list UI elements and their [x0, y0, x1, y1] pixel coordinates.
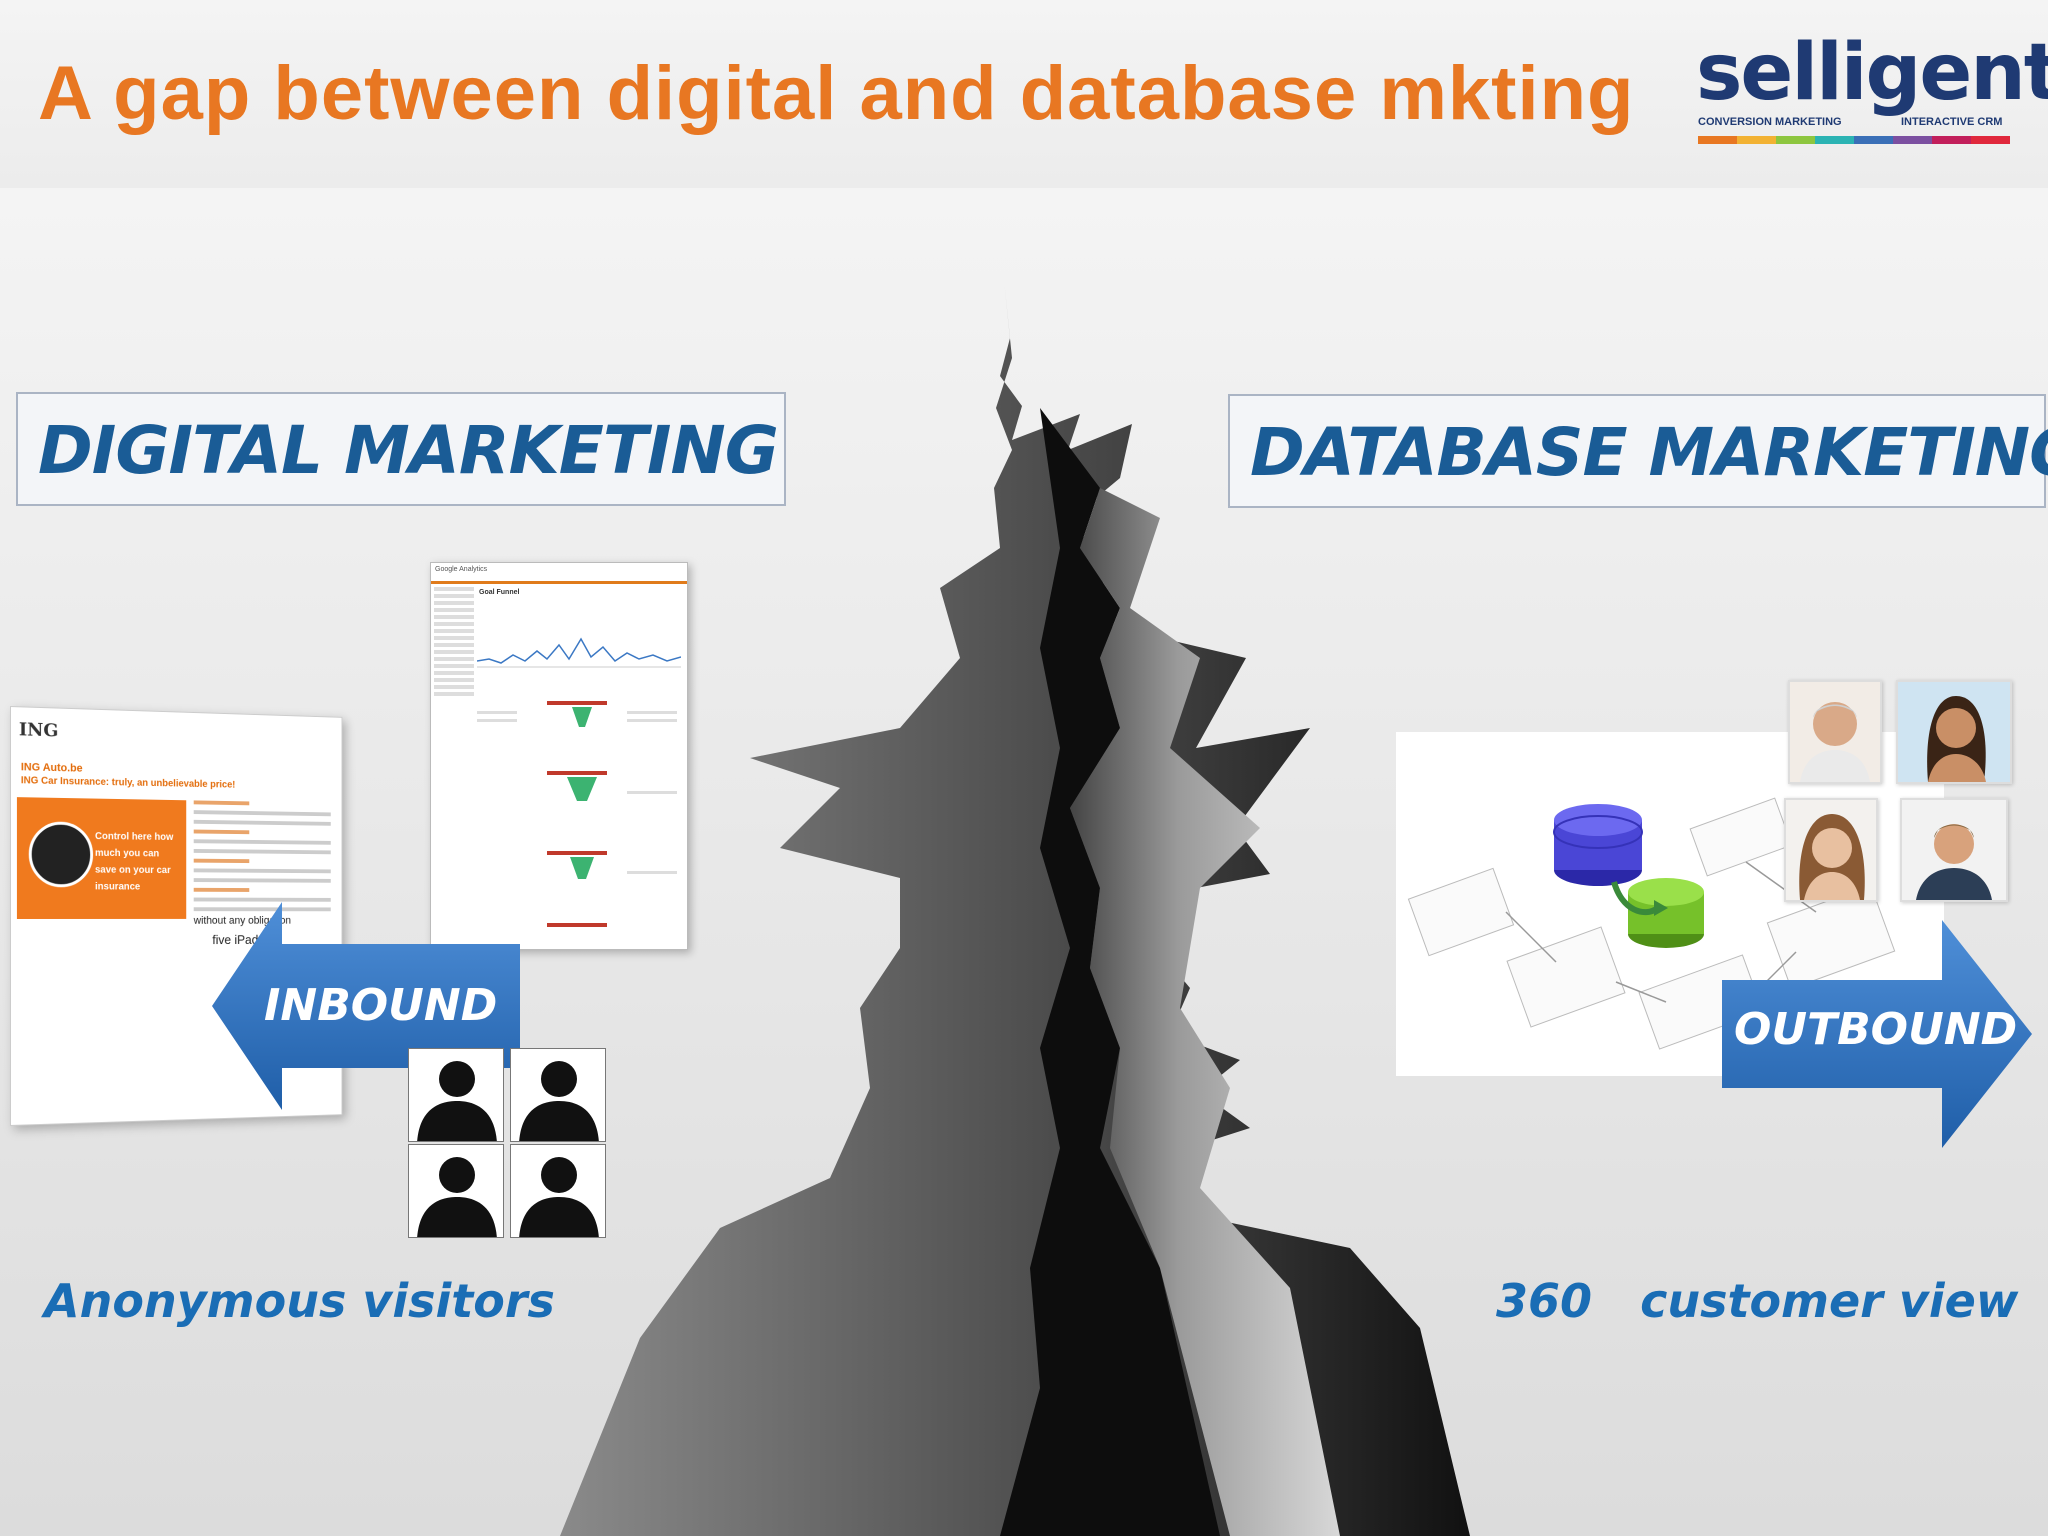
digital-marketing-heading: DIGITAL MARKETING	[38, 412, 779, 489]
analytics-funnel-chart	[477, 701, 677, 927]
analytics-funnel-screenshot: Google Analytics Goal Funnel	[430, 562, 688, 950]
logo-color-segment	[1698, 136, 1737, 144]
digital-marketing-heading-box: DIGITAL MARKETING	[16, 392, 786, 506]
price-control-badge-icon	[28, 821, 94, 888]
analytics-topbar: Google Analytics	[431, 563, 687, 584]
anonymous-visitors-caption: Anonymous visitors	[44, 1274, 555, 1328]
person-silhouette-icon	[417, 1061, 497, 1141]
outbound-label: OUTBOUND	[1734, 1004, 2018, 1055]
anonymous-person-4	[510, 1144, 606, 1238]
person-silhouette-icon	[519, 1061, 599, 1141]
anonymous-person-3	[408, 1144, 504, 1238]
ing-headline: ING Auto.be	[20, 761, 83, 775]
ing-body-text-lines	[193, 800, 331, 917]
anonymous-person-2	[510, 1048, 606, 1142]
inbound-label: INBOUND	[264, 980, 498, 1031]
ing-promo-panel: Control here how much you can save on yo…	[16, 797, 187, 919]
database-marketing-heading-box: DATABASE MARKETING	[1228, 394, 2048, 508]
logo-color-segment	[1893, 136, 1932, 144]
slide-stage: DIGITAL MARKETING DATABASE MARKETING ING…	[0, 188, 2048, 1536]
customer-photo-3	[1784, 798, 1878, 902]
logo-color-segment	[1971, 136, 2010, 144]
analytics-title: Goal Funnel	[479, 589, 520, 596]
ing-logo: ING	[18, 719, 59, 742]
logo-color-segment	[1815, 136, 1854, 144]
person-photo-icon	[1790, 682, 1880, 782]
database-icon	[1407, 797, 1896, 1050]
logo-wordmark: selligent	[1696, 28, 2048, 118]
logo-color-segment	[1932, 136, 1971, 144]
outbound-arrow: OUTBOUND	[1722, 920, 2032, 1148]
analytics-sidebar	[434, 587, 474, 747]
analytics-brand: Google Analytics	[435, 566, 488, 573]
person-photo-icon	[1898, 682, 2010, 782]
person-silhouette-icon	[417, 1157, 497, 1237]
logo-tagline-right: INTERACTIVE CRM	[1901, 116, 2003, 128]
customer-photo-1	[1788, 680, 1882, 784]
header-band	[0, 0, 2048, 188]
ing-subheadline: ING Car Insurance: truly, an unbelievabl…	[20, 775, 236, 791]
selligent-logo: selligent CONVERSION MARKETING INTERACTI…	[1690, 28, 2048, 158]
logo-tagline-left: CONVERSION MARKETING	[1698, 116, 1842, 128]
analytics-line-chart	[477, 637, 681, 668]
person-photo-icon	[1786, 800, 1876, 900]
right-arrow-icon	[1722, 920, 2032, 1148]
customer-photo-2	[1896, 680, 2012, 784]
logo-color-bar	[1698, 136, 2010, 144]
database-marketing-heading: DATABASE MARKETING	[1250, 414, 2048, 491]
logo-color-segment	[1737, 136, 1776, 144]
logo-color-segment	[1776, 136, 1815, 144]
customer-photo-4	[1900, 798, 2008, 902]
logo-color-segment	[1854, 136, 1893, 144]
person-silhouette-icon	[519, 1157, 599, 1237]
ing-panel-text: Control here how much you can save on yo…	[95, 831, 174, 893]
person-photo-icon	[1902, 800, 2006, 900]
customer-view-caption: 360 customer view	[1496, 1274, 2019, 1328]
slide-title: A gap between digital and database mktin…	[38, 51, 1635, 136]
anonymous-person-1	[408, 1048, 504, 1142]
